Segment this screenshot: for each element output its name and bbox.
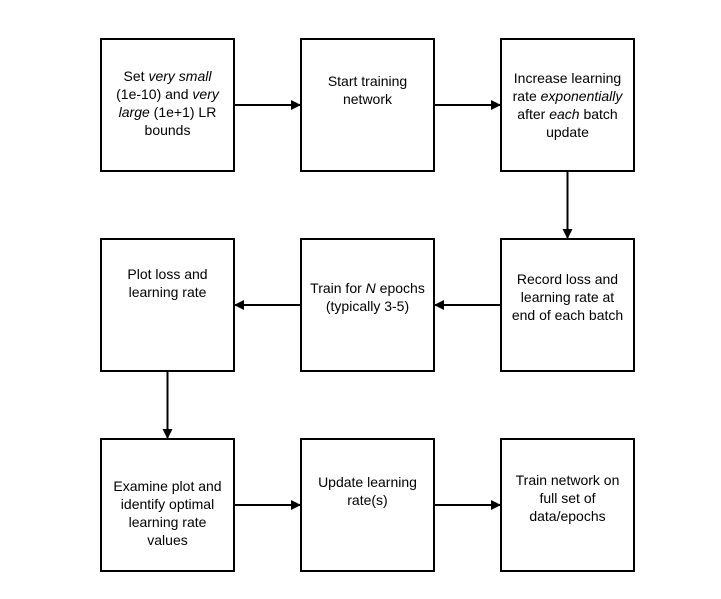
step-box-8: Update learning rate(s) — [300, 438, 435, 572]
step-label: Train network on full set of data/epochs — [515, 472, 620, 524]
step-label: Update learning rate(s) — [318, 474, 417, 508]
step-box-2: Start training network — [300, 38, 435, 172]
step-label: Train for N epochs (typically 3-5) — [310, 280, 425, 314]
step-label: Examine plot and identify optimal learni… — [113, 478, 222, 548]
step-box-4: Record loss and learning rate at end of … — [500, 238, 635, 372]
step-label: Start training network — [327, 73, 408, 107]
step-box-3: Increase learning rate exponentially aft… — [500, 38, 635, 172]
step-box-9: Train network on full set of data/epochs — [500, 438, 635, 572]
step-box-5: Train for N epochs (typically 3-5) — [300, 238, 435, 372]
step-box-1: Set very small (1e-10) and very large (1… — [100, 38, 235, 172]
step-label: Record loss and learning rate at end of … — [511, 271, 624, 323]
step-box-7: Examine plot and identify optimal learni… — [100, 438, 235, 572]
step-label: Increase learning rate exponentially aft… — [512, 70, 623, 140]
step-label: Plot loss and learning rate — [127, 266, 208, 300]
step-box-6: Plot loss and learning rate — [100, 238, 235, 372]
step-label: Set very small (1e-10) and very large (1… — [116, 68, 219, 138]
